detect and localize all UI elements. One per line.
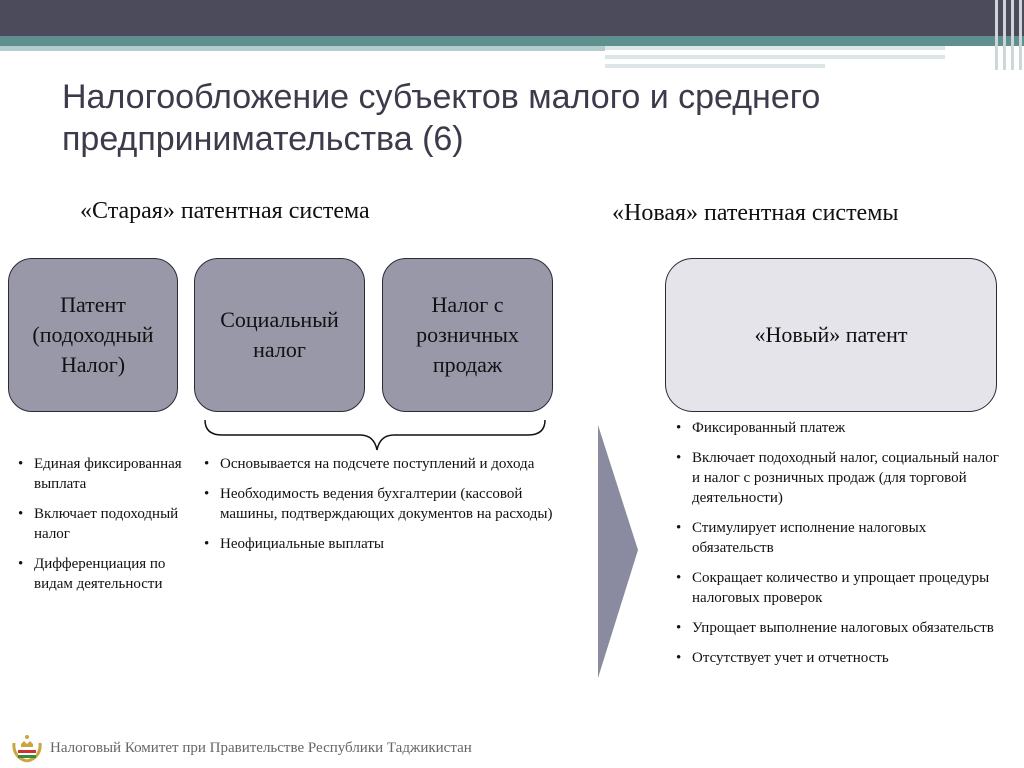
header-accent-stripe-light <box>0 46 605 51</box>
list-item: •Стимулирует исполнение налоговых обязат… <box>676 520 927 556</box>
old-system-heading: «Старая» патентная система <box>80 198 370 224</box>
old-box-retail-tax: Налог с розничных продаж <box>382 258 553 412</box>
list-item: •Включает подоходный налог <box>18 506 179 542</box>
list-item: •Единая фиксированная выплата <box>18 456 182 492</box>
list-item: •Сокращает количество и упрощает процеду… <box>676 570 990 606</box>
list-item: •Неофициальные выплаты <box>204 536 384 552</box>
list-item: •Упрощает выполнение налоговых обязатель… <box>676 620 994 636</box>
header-bar <box>0 0 1024 36</box>
old-box-retail-tax-label: Налог с розничных продаж <box>416 292 519 377</box>
header-vertical-stripe <box>995 0 998 70</box>
list-item: •Включает подоходный налог, социальный н… <box>676 450 999 506</box>
header-thin-stripe <box>605 55 945 59</box>
list-item: •Фиксированный платеж <box>676 420 846 436</box>
grouping-brace <box>204 419 546 451</box>
old-box-patent-label: Патент (подоходный Налог) <box>32 292 154 377</box>
header-vertical-stripe <box>1003 0 1006 70</box>
chevron-right-icon <box>598 425 638 678</box>
old-patent-bullets: •Единая фиксированная выплата •Включает … <box>14 454 186 604</box>
header-thin-stripe <box>605 64 825 68</box>
header-thin-stripe <box>605 46 945 50</box>
old-box-social-tax-label: Социальный налог <box>220 307 339 362</box>
header-accent-stripe <box>0 36 1024 46</box>
old-other-bullets: •Основывается на подсчете поступлений и … <box>200 454 570 564</box>
footer-text: Налоговый Комитет при Правительстве Респ… <box>50 740 472 756</box>
list-item: •Необходимость ведения бухгалтерии (касс… <box>204 486 553 522</box>
old-box-social-tax: Социальный налог <box>194 258 365 412</box>
new-box-patent: «Новый» патент <box>665 258 997 412</box>
tajikistan-emblem-icon <box>12 735 42 763</box>
new-patent-bullets: •Фиксированный платеж •Включает подоходн… <box>672 418 1002 678</box>
new-box-patent-label: «Новый» патент <box>754 322 908 347</box>
list-item: •Дифференциация по видам деятельности <box>18 556 166 592</box>
list-item: •Отсутствует учет и отчетность <box>676 650 889 666</box>
header-vertical-stripe <box>1011 0 1014 70</box>
slide-title: Налогообложение субъектов малого и средн… <box>62 78 821 158</box>
list-item: •Основывается на подсчете поступлений и … <box>204 456 535 472</box>
header-vertical-stripe <box>1019 0 1022 70</box>
old-box-patent: Патент (подоходный Налог) <box>8 258 178 412</box>
new-system-heading: «Новая» патентная системы <box>612 200 899 226</box>
